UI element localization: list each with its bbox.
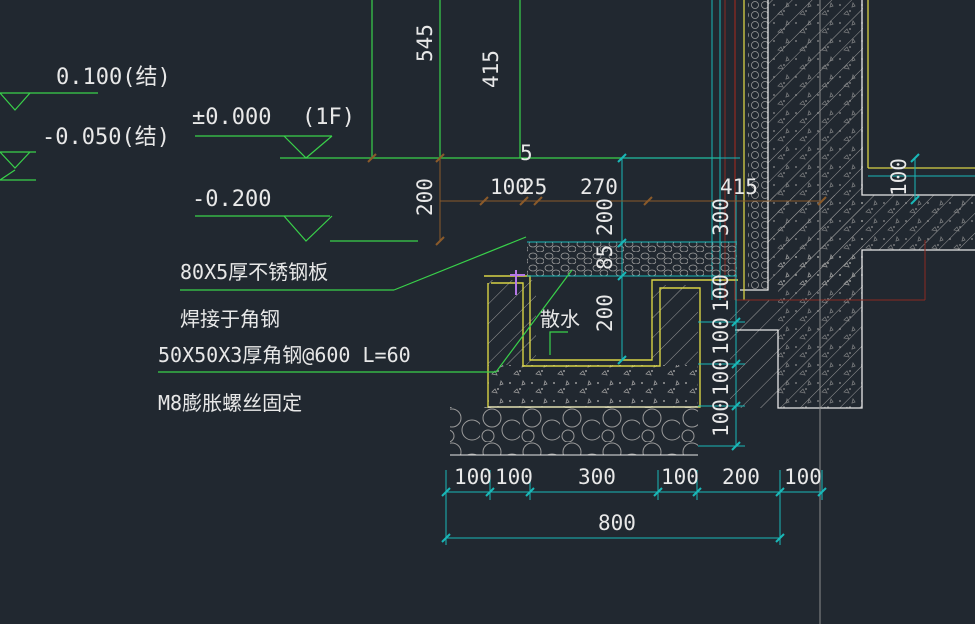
elevation-m0050-label: -0.050(结) <box>42 125 170 150</box>
elevation-m0200-label: -0.200 <box>192 187 271 212</box>
dim-100-top: 100 <box>490 175 528 199</box>
dim-200-channel: 200 <box>593 294 617 332</box>
dim-b200: 200 <box>722 465 760 489</box>
triangle-0100 <box>0 92 31 111</box>
building-wall <box>711 0 975 624</box>
gravel-layer <box>450 407 698 455</box>
tick <box>692 487 702 497</box>
tick <box>367 153 377 163</box>
wall-outline <box>740 0 769 291</box>
dim-b100-4: 100 <box>784 465 822 489</box>
dimension-lines <box>445 157 916 545</box>
dim-total-800: 800 <box>598 511 636 535</box>
left-wall-hatch <box>488 280 536 365</box>
tick <box>775 533 785 543</box>
tick <box>617 355 627 365</box>
dim-415-h: 415 <box>720 175 758 199</box>
note-weld-to-angle: 焊接于角钢 <box>180 307 280 331</box>
triangle-m0200 <box>283 215 333 242</box>
tick <box>775 487 785 497</box>
triangle-m0050b <box>0 169 16 181</box>
dim-v100-a: 100 <box>709 274 733 312</box>
dim-b100-3: 100 <box>661 465 699 489</box>
slab-concrete-dots <box>860 195 975 250</box>
dim-200-left: 200 <box>413 178 437 216</box>
note-expansion-bolt: M8膨胀螺丝固定 <box>158 391 302 415</box>
tick <box>910 195 920 205</box>
floor-1f-label: (1F) <box>302 105 355 130</box>
tick <box>731 359 741 369</box>
tick <box>617 271 627 281</box>
tick <box>817 487 827 497</box>
dim-545: 545 <box>413 24 437 62</box>
triangle-0000 <box>283 135 333 159</box>
channel-base-concrete <box>488 365 698 407</box>
tick <box>731 441 741 451</box>
tick <box>485 487 495 497</box>
tick <box>731 401 741 411</box>
tick <box>441 487 451 497</box>
dim-b100-2: 100 <box>495 465 533 489</box>
tick <box>617 153 627 163</box>
dim-415-v: 415 <box>479 50 503 88</box>
dim-v100-b: 100 <box>709 317 733 355</box>
right-wall-hatch <box>652 285 698 365</box>
triangle-m0050 <box>0 151 31 169</box>
dim-v100-d: 100 <box>709 399 733 437</box>
dim-v100-right: 100 <box>887 158 911 196</box>
tick <box>525 487 535 497</box>
plate-leader-diag <box>393 236 527 291</box>
angle-leader-diag <box>495 269 573 373</box>
dim-270: 270 <box>580 175 618 199</box>
insulation-rings <box>748 0 768 290</box>
note-angle-steel: 50X50X3厚角钢@600 L=60 <box>158 343 411 367</box>
tick <box>617 238 627 248</box>
footing-hatch <box>730 300 780 408</box>
note-drain: 散水 <box>540 307 580 331</box>
tick <box>653 487 663 497</box>
note-stainless-plate: 80X5厚不锈钢板 <box>180 260 328 284</box>
tick <box>910 153 920 163</box>
water-line-green <box>549 331 568 355</box>
elevation-0000-label: ±0.000 <box>192 105 271 130</box>
dim-300: 300 <box>709 198 733 236</box>
wall-inner-outline <box>861 0 975 196</box>
tick <box>441 533 451 543</box>
dim-ticks <box>441 153 920 543</box>
dim-5: 5 <box>520 141 533 165</box>
dim-25: 25 <box>522 175 547 199</box>
pebble-fill <box>527 242 737 276</box>
dim-v100-c: 100 <box>709 358 733 396</box>
tick <box>731 317 741 327</box>
dim-b100-1: 100 <box>454 465 492 489</box>
dim-200-mid: 200 <box>593 198 617 236</box>
drain-channel <box>450 241 738 456</box>
dim-b300: 300 <box>578 465 616 489</box>
elevation-0100-label: 0.100(结) <box>56 65 171 90</box>
elevation-markers <box>0 92 333 242</box>
dim-85: 85 <box>593 245 617 270</box>
